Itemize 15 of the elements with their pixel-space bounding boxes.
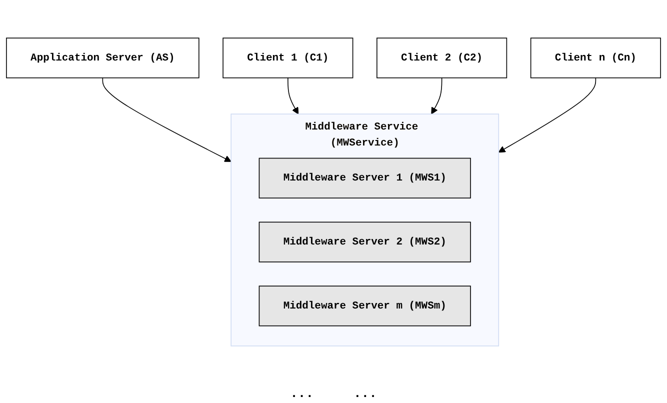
cluster bbox=[230, 114, 500, 346]
node-box bbox=[222, 38, 354, 78]
arrow bbox=[288, 77, 299, 114]
arrow bbox=[431, 77, 442, 114]
node-box bbox=[258, 222, 471, 262]
arrow bbox=[498, 77, 596, 153]
node-box bbox=[6, 38, 200, 78]
ellipsis-text: ... bbox=[354, 386, 377, 401]
node-box bbox=[530, 38, 661, 78]
diagram: Middleware Service (MWService) Middleware Server 1 (MWS1) Middleware Server 2 (MWS2) Middleware Server m (MWSm) Application Server (AS) Client 1 (C1) Client 2 (C2) Client n (Cn) bbox=[0, 0, 667, 384]
arrow bbox=[102, 77, 232, 162]
node-box bbox=[258, 286, 471, 326]
node-box bbox=[258, 158, 471, 198]
ellipsis-text: ... bbox=[290, 386, 314, 401]
node-box bbox=[376, 38, 508, 78]
